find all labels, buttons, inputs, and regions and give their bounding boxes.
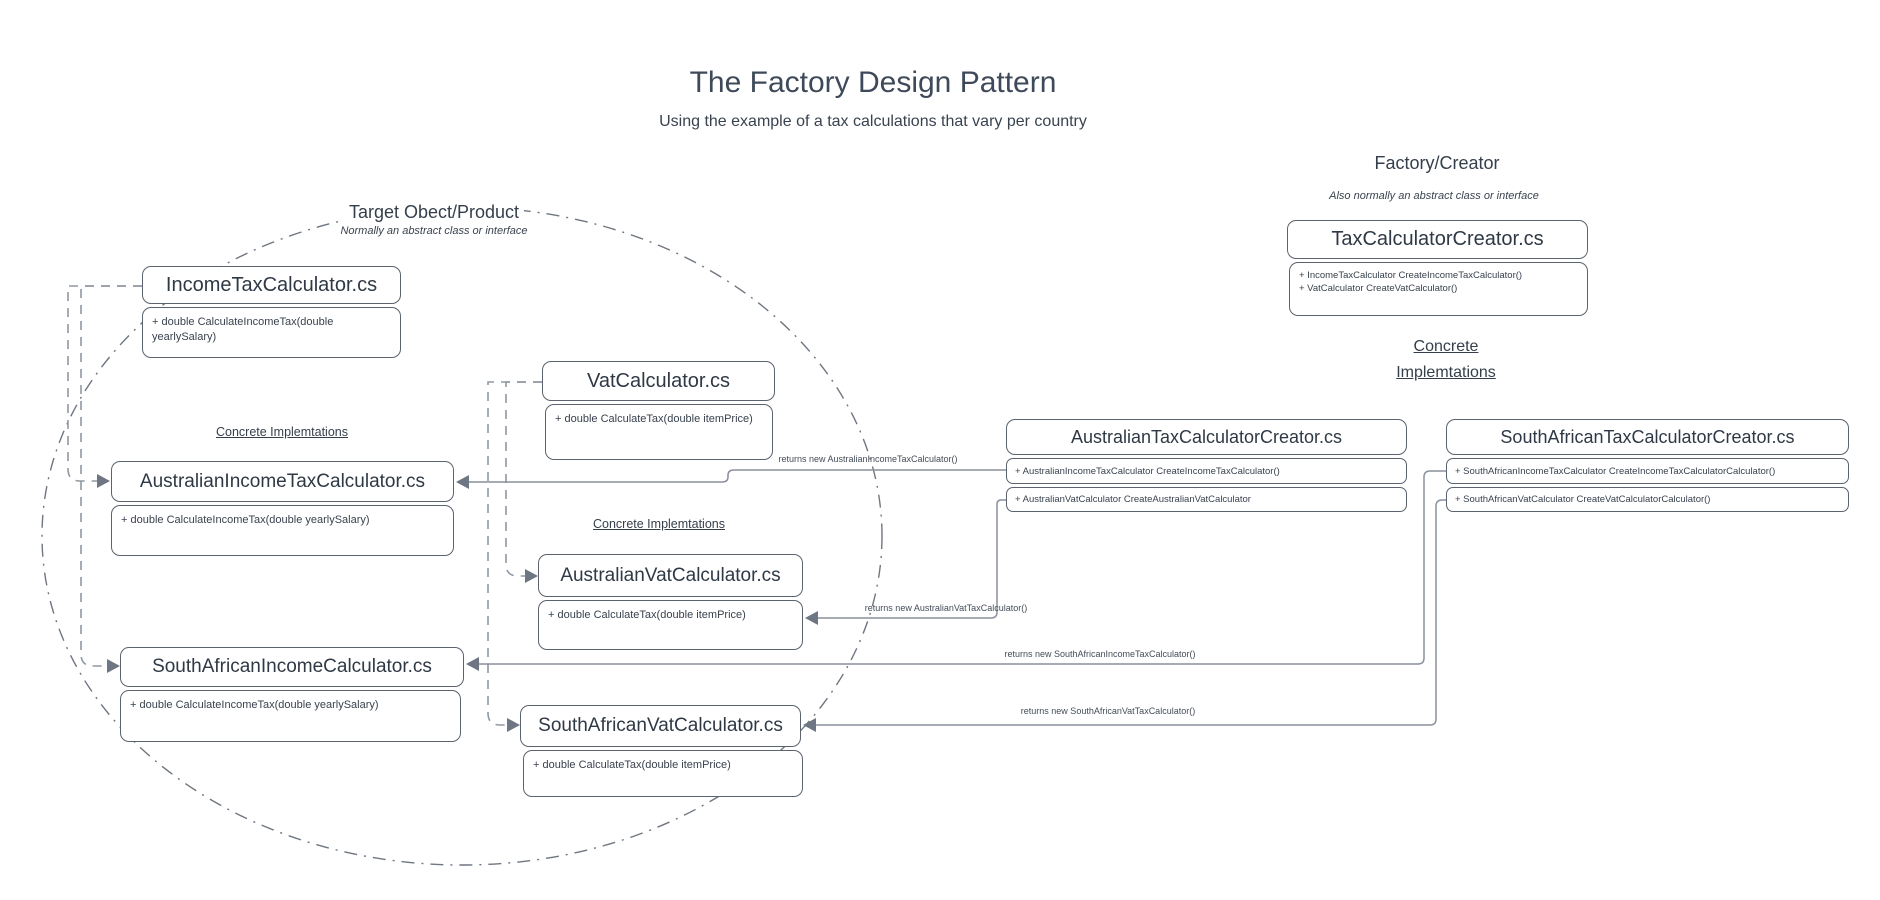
class-title-tax-calculator-creator: TaxCalculatorCreator.cs bbox=[1287, 220, 1588, 259]
class-methods-south-african-income-calculator: + double CalculateIncomeTax(double yearl… bbox=[120, 690, 461, 742]
class-methods-vat-calculator: + double CalculateTax(double itemPrice) bbox=[545, 404, 773, 460]
class-methods-income-tax-calculator: + double CalculateIncomeTax(double yearl… bbox=[142, 307, 401, 358]
edge-label-returns-sa-vat: returns new SouthAfricanVatTaxCalculator… bbox=[1020, 706, 1196, 716]
class-methods-australian-vat-calculator: + double CalculateTax(double itemPrice) bbox=[538, 600, 803, 650]
arrowhead-sa-vat-right bbox=[803, 718, 816, 732]
product-group-subheading: Normally an abstract class or interface bbox=[340, 225, 528, 237]
implements-edge-income-to-au-income bbox=[67, 285, 142, 482]
arrowhead-au-income-left bbox=[97, 474, 110, 488]
implements-edge-income-to-sa-income bbox=[80, 285, 142, 667]
creator-method-2: + VatCalculator CreateVatCalculator() bbox=[1299, 282, 1458, 294]
product-group-heading: Target Obect/Product bbox=[343, 202, 525, 223]
arrowhead-sa-income-right bbox=[466, 657, 479, 671]
sa-creator-method-income: + SouthAfricanIncomeTaxCalculator Create… bbox=[1446, 458, 1849, 484]
class-methods-south-african-vat-calculator: + double CalculateTax(double itemPrice) bbox=[523, 750, 803, 797]
class-title-south-african-income-calculator: SouthAfricanIncomeCalculator.cs bbox=[120, 647, 464, 687]
arrowhead-sa-vat-left bbox=[507, 718, 520, 732]
class-title-south-african-tax-calculator-creator: SouthAfricanTaxCalculatorCreator.cs bbox=[1446, 419, 1849, 455]
concrete-implementations-heading-income: Concrete Implemtations bbox=[215, 425, 349, 439]
concrete-implementations-heading-vat: Concrete Implemtations bbox=[592, 517, 726, 531]
return-edge-sa-income bbox=[479, 470, 1446, 665]
arrowhead-au-income-right bbox=[456, 475, 469, 489]
return-edge-au-income bbox=[469, 469, 1006, 483]
class-methods-australian-income-tax-calculator: + double CalculateIncomeTax(double yearl… bbox=[111, 505, 454, 556]
implements-edge-vat-to-sa-vat bbox=[487, 381, 542, 726]
class-title-australian-tax-calculator-creator: AustralianTaxCalculatorCreator.cs bbox=[1006, 419, 1407, 455]
arrowhead-au-vat-left bbox=[525, 569, 538, 583]
arrowhead-au-vat-right bbox=[805, 611, 818, 625]
class-title-south-african-vat-calculator: SouthAfricanVatCalculator.cs bbox=[520, 705, 801, 747]
edge-label-returns-sa-income: returns new SouthAfricanIncomeTaxCalcula… bbox=[1004, 649, 1196, 659]
edge-label-returns-au-income: returns new AustralianIncomeTaxCalculato… bbox=[778, 454, 958, 464]
return-edge-au-vat bbox=[817, 499, 1006, 619]
creator-method-1: + IncomeTaxCalculator CreateIncomeTaxCal… bbox=[1299, 270, 1523, 281]
return-edge-sa-vat bbox=[816, 499, 1446, 726]
implements-edge-vat-to-au-vat bbox=[505, 381, 542, 577]
factory-creator-subheading: Also normally an abstract class or inter… bbox=[1329, 190, 1539, 202]
factory-concrete-heading-line2: Implemtations bbox=[1396, 364, 1496, 381]
au-creator-method-vat: + AustralianVatCalculator CreateAustrali… bbox=[1006, 487, 1407, 512]
factory-creator-heading: Factory/Creator bbox=[1369, 153, 1505, 174]
class-title-vat-calculator: VatCalculator.cs bbox=[542, 361, 775, 401]
factory-concrete-heading-line1: Concrete bbox=[1413, 338, 1479, 355]
page-title: The Factory Design Pattern bbox=[689, 66, 1057, 99]
class-methods-tax-calculator-creator: + IncomeTaxCalculator CreateIncomeTaxCal… bbox=[1289, 262, 1588, 316]
class-title-australian-income-tax-calculator: AustralianIncomeTaxCalculator.cs bbox=[111, 461, 454, 502]
page-subtitle: Using the example of a tax calculations … bbox=[659, 113, 1087, 130]
class-title-income-tax-calculator: IncomeTaxCalculator.cs bbox=[142, 266, 401, 304]
factory-concrete-heading: Concrete Implemtations bbox=[1396, 334, 1496, 386]
arrowhead-sa-income-left bbox=[107, 659, 120, 673]
sa-creator-method-vat: + SouthAfricanVatCalculator CreateVatCal… bbox=[1446, 487, 1849, 512]
au-creator-method-income: + AustralianIncomeTaxCalculator CreateIn… bbox=[1006, 458, 1407, 484]
class-title-australian-vat-calculator: AustralianVatCalculator.cs bbox=[538, 554, 803, 597]
edge-label-returns-au-vat: returns new AustralianVatTaxCalculator() bbox=[864, 603, 1028, 613]
